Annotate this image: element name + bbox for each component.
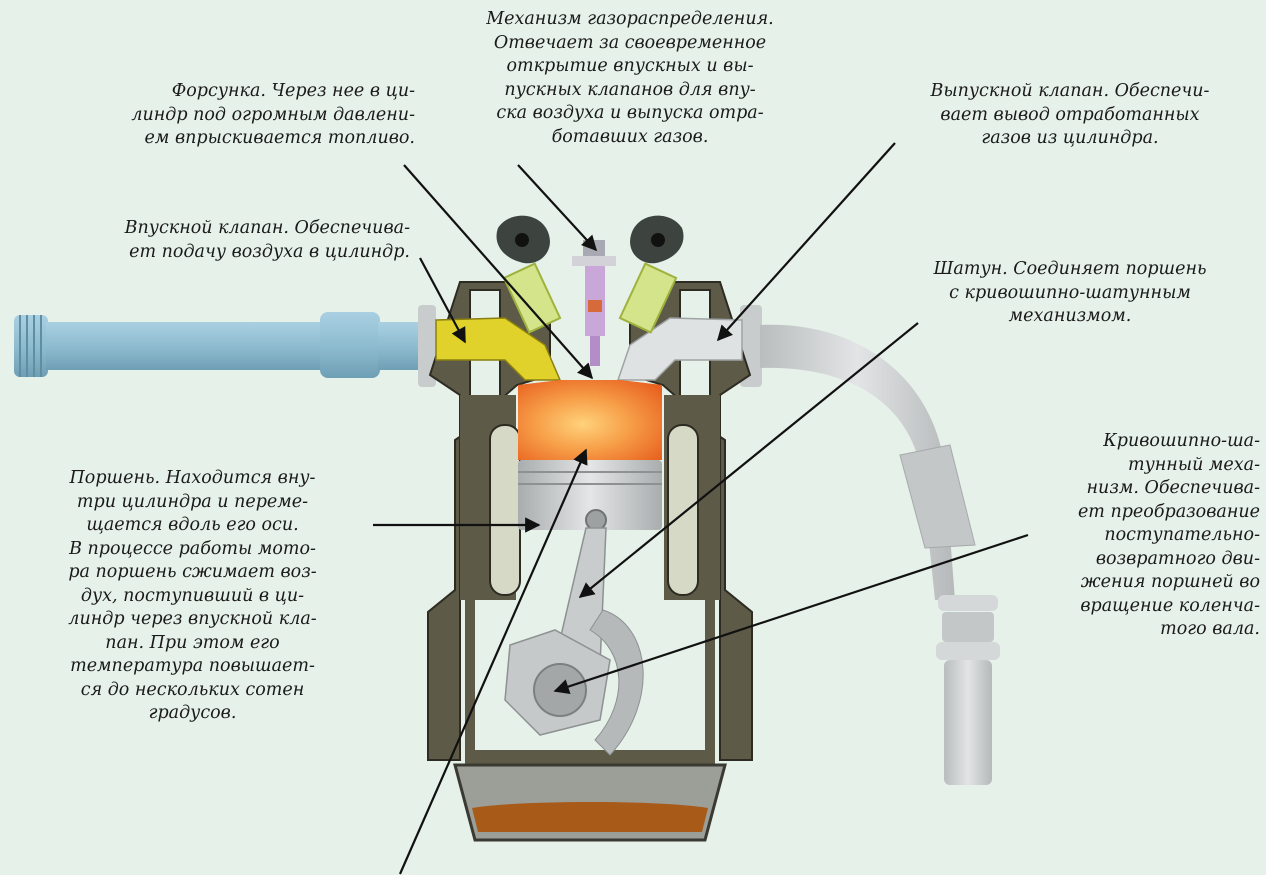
intake-pipe xyxy=(14,305,436,387)
label-intake-valve: Впускной клапан. Обеспечива- ет подачу в… xyxy=(10,217,410,264)
piston xyxy=(518,460,662,530)
exhaust-pipe xyxy=(740,305,1000,785)
combustion-chamber xyxy=(518,380,662,460)
label-exhaust-valve: Выпускной клапан. Обеспечи- вает вывод о… xyxy=(880,80,1260,151)
label-injector: Форсунка. Через нее в ци- линдр под огро… xyxy=(20,80,415,151)
label-connecting-rod: Шатун. Соединяет поршень с кривошипно-ша… xyxy=(880,258,1260,329)
injector xyxy=(572,240,616,366)
label-crank-mechanism: Кривошипно-ша- тунный меха- низм. Обеспе… xyxy=(1025,430,1260,642)
label-piston: Поршень. Находится вну- три цилиндра и п… xyxy=(25,467,360,726)
arrow-exhaust-valve xyxy=(718,143,895,340)
label-gas-distribution: Механизм газораспределения. Отвечает за … xyxy=(430,8,830,149)
